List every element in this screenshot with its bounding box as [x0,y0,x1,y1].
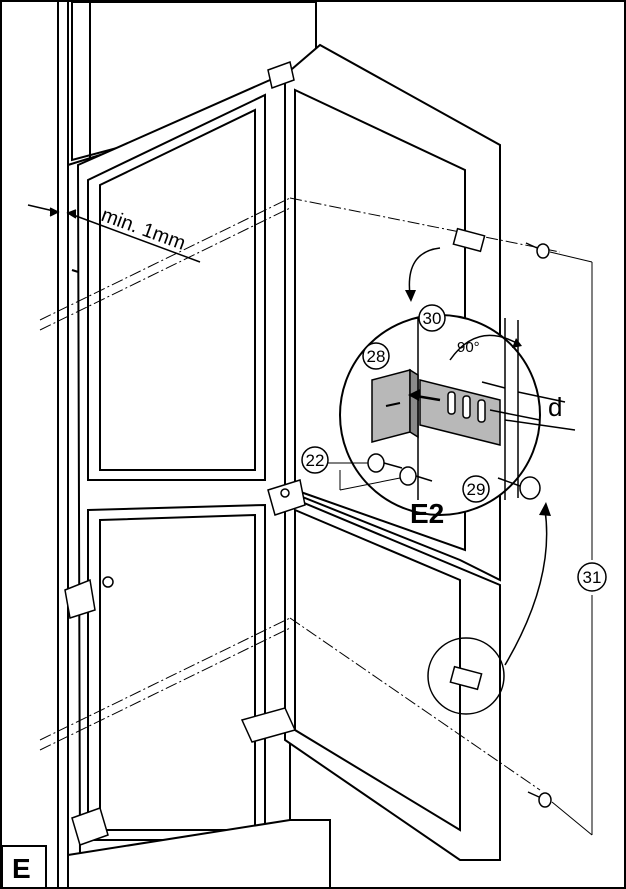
alignment-lines [39,197,561,791]
part-30-bracket [419,379,501,446]
clip-lower-circle [427,637,505,715]
screw-29 [497,476,541,500]
hinge-middle [267,479,306,516]
hinge-bottom-right [240,707,297,743]
link-arrow-upper-head [405,290,416,302]
callout-22: 22 [301,446,329,474]
svg-text:31: 31 [583,568,602,587]
callout-29: 29 [462,475,490,503]
panel-label: E [12,853,31,884]
callout-31: 31 [577,562,607,592]
angle-label: 90° [457,339,480,356]
part-28-block [371,368,419,443]
callout-30: 30 [418,304,446,332]
hinge-top [267,61,295,89]
screws-31 [525,242,552,808]
appliance-body [76,78,291,861]
panel-label-box [1,845,47,889]
hinge-bottom-left [71,807,109,846]
link-arrow-lower [504,509,548,666]
hinge-left [64,576,114,619]
screws-22 [367,453,433,486]
d-dimension [481,381,576,431]
clip-upper [452,227,486,253]
leader-22 [328,462,401,491]
callout-28: 28 [362,342,390,370]
min-gap-dimension [27,204,201,263]
link-arrow-lower-head [539,502,551,516]
door-lower [284,493,501,861]
insert-arrow-head [408,389,420,401]
link-arrow-upper [408,247,441,296]
angle-arc [449,334,521,361]
leader-31 [549,251,593,836]
svg-text:22: 22 [306,451,325,470]
clip-lower [449,665,483,691]
svg-text:29: 29 [467,480,486,499]
svg-text:30: 30 [423,309,442,328]
svg-text:28: 28 [367,347,386,366]
plinth-board [67,819,331,889]
detail-label: E2 [410,498,444,529]
angle-arrow-head [512,338,522,348]
d-label: d [548,392,562,422]
